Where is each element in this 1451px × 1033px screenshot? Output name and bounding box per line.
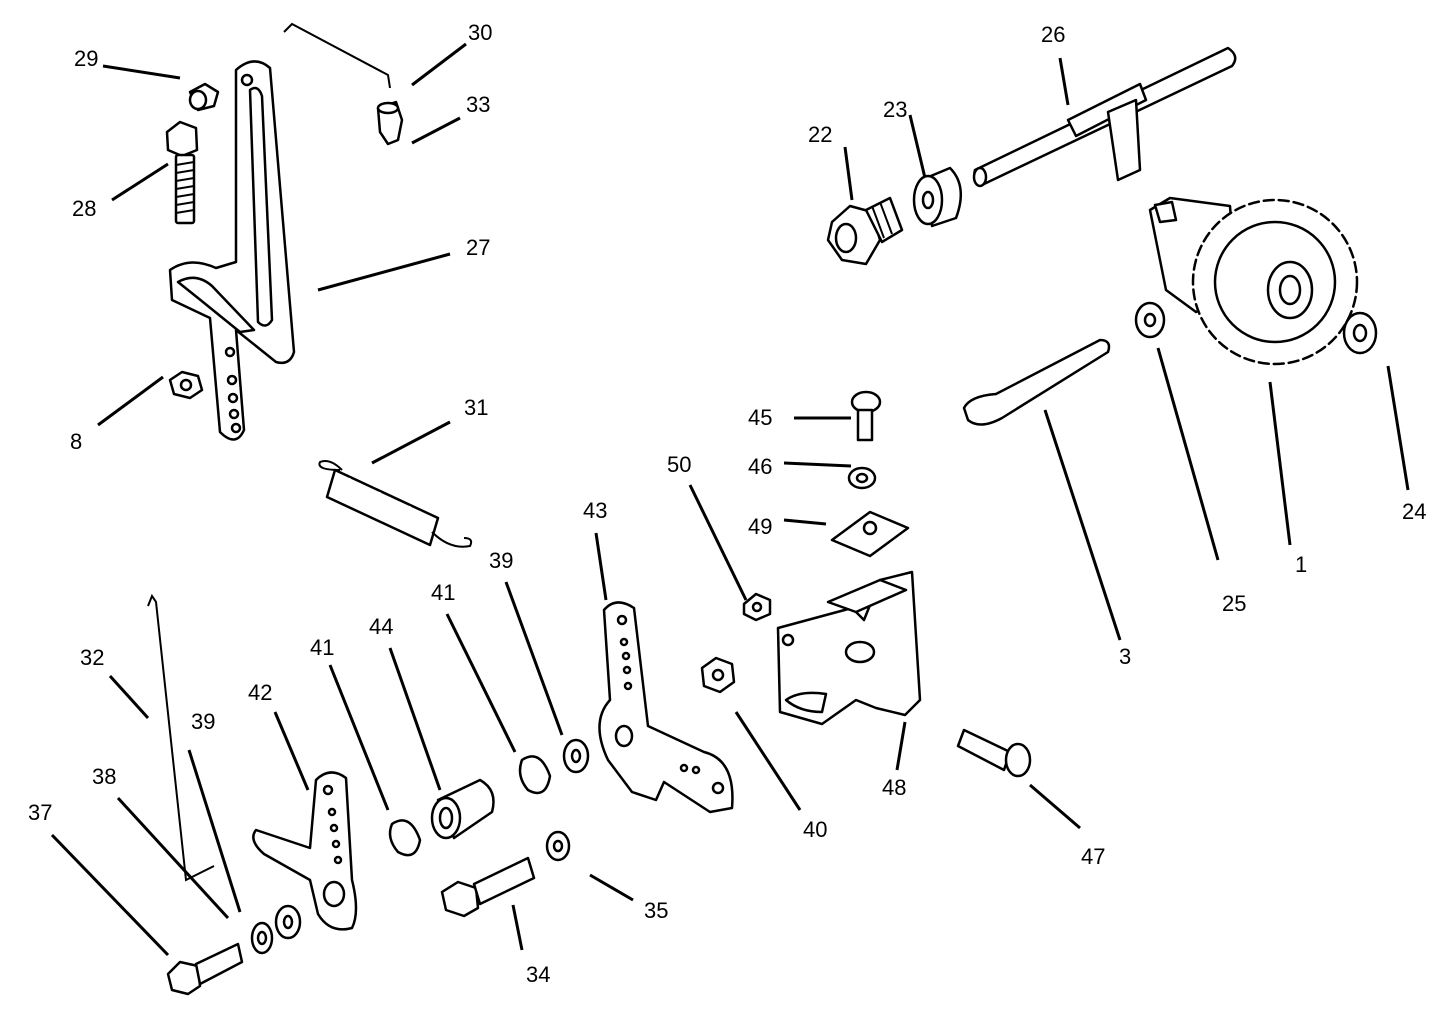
part-49-clip [830, 510, 910, 558]
callout-23: 23 [883, 97, 907, 122]
leader-lines [50, 42, 1410, 957]
part-44-bushing [430, 778, 495, 840]
part-42-arm [252, 771, 358, 931]
callout-1: 1 [1295, 552, 1307, 577]
part-22-plug [826, 196, 904, 266]
part-50-nut [742, 592, 772, 622]
callout-32: 32 [80, 645, 104, 670]
callout-39-left: 39 [191, 709, 215, 734]
callout-44: 44 [369, 614, 393, 639]
part-33-fitting [376, 100, 404, 146]
part-23-bushing [912, 166, 963, 228]
callout-39-right: 39 [489, 548, 513, 573]
part-26-shaft [972, 46, 1237, 188]
part-47-screw [956, 728, 1032, 778]
part-46-lockwasher [847, 466, 877, 490]
part-39-washer-left [274, 904, 302, 940]
callout-43: 43 [583, 498, 607, 523]
callout-37: 37 [28, 800, 52, 825]
callout-27: 27 [466, 235, 490, 260]
part-29-screw [188, 82, 220, 112]
callout-35: 35 [644, 898, 668, 923]
callout-49: 49 [748, 514, 772, 539]
part-41-ring [518, 755, 552, 795]
callout-34: 34 [526, 962, 550, 987]
part-43-lever [598, 601, 734, 814]
part-31-spring [318, 460, 473, 548]
callout-30: 30 [468, 20, 492, 45]
part-32-rod [147, 593, 215, 882]
part-8-nut [168, 370, 204, 400]
part-34-bolt [440, 856, 536, 918]
part-37-bolt [166, 942, 244, 996]
callout-3: 3 [1119, 644, 1131, 669]
part-38-lockwasher [250, 921, 274, 955]
part-39-washer [562, 738, 590, 774]
part-48-housing [776, 570, 922, 726]
part-28-bolt [165, 120, 199, 225]
part-3-long-screw [962, 338, 1111, 426]
part-30-rod [283, 22, 391, 89]
callout-31: 31 [464, 395, 488, 420]
callout-25: 25 [1222, 591, 1246, 616]
part-1-gear-assembly [1148, 196, 1359, 366]
callout-22: 22 [808, 122, 832, 147]
callout-45: 45 [748, 405, 772, 430]
callout-41-left: 41 [310, 635, 334, 660]
callout-8: 8 [70, 429, 82, 454]
callout-48: 48 [882, 775, 906, 800]
callout-labels: 1 3 8 22 23 24 25 26 27 28 29 30 31 32 3… [28, 20, 1426, 987]
callout-33: 33 [466, 92, 490, 117]
part-24-washer [1342, 311, 1378, 355]
part-40-nut [700, 656, 736, 694]
callout-50: 50 [667, 452, 691, 477]
part-41-ring-left [388, 819, 422, 857]
part-35-washer [545, 830, 571, 862]
callout-29: 29 [74, 46, 98, 71]
part-27-bracket [168, 60, 296, 441]
callout-38: 38 [92, 764, 116, 789]
callout-24: 24 [1402, 499, 1426, 524]
callout-47: 47 [1081, 844, 1105, 869]
callout-28: 28 [72, 196, 96, 221]
callout-26: 26 [1041, 22, 1065, 47]
part-25-washer [1134, 301, 1166, 339]
callout-40: 40 [803, 817, 827, 842]
part-45-screw [850, 390, 882, 442]
callout-46: 46 [748, 454, 772, 479]
callout-42: 42 [248, 680, 272, 705]
callout-41-right: 41 [431, 580, 455, 605]
